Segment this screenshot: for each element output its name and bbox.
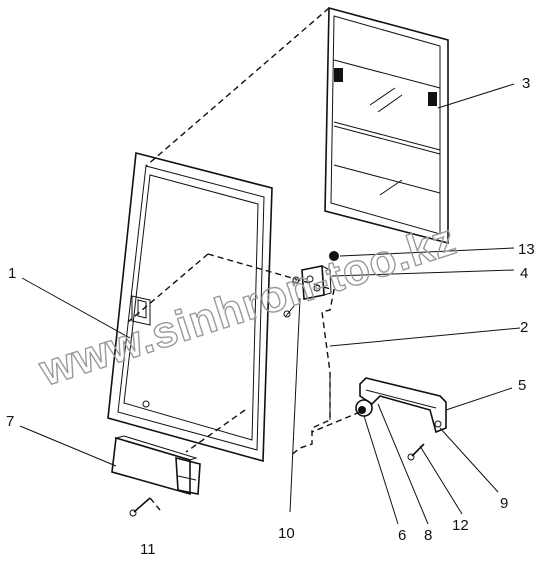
callout-4: 4 (520, 265, 528, 282)
assembly-guides (127, 7, 361, 511)
callout-12: 12 (452, 517, 469, 534)
screw-12 (411, 443, 425, 457)
watermark: www.sinhron-too.kz (33, 215, 462, 396)
door-panel (107, 151, 273, 463)
glass-clip-left (334, 68, 343, 82)
leader-lines (19, 83, 521, 525)
screw-10 (285, 305, 295, 317)
lock-cylinder (355, 399, 373, 417)
callout-10: 10 (278, 525, 295, 542)
door-hole (142, 400, 150, 408)
callout-1: 1 (8, 265, 16, 282)
callout-2: 2 (520, 319, 528, 336)
handle (359, 377, 447, 434)
cap-13 (329, 251, 339, 261)
callout-3: 3 (522, 75, 530, 92)
glass-window-assembly (324, 6, 449, 245)
glass-clip-right (428, 92, 437, 106)
bottom-fitting (111, 435, 201, 496)
callout-13: 13 (518, 241, 535, 258)
callout-7: 7 (6, 413, 14, 430)
callout-9: 9 (500, 495, 508, 512)
callout-6: 6 (398, 527, 406, 544)
callout-5: 5 (518, 377, 526, 394)
callout-8: 8 (424, 527, 432, 544)
callout-11: 11 (140, 541, 156, 558)
lock-bracket (292, 265, 332, 300)
screw-11 (133, 497, 151, 513)
